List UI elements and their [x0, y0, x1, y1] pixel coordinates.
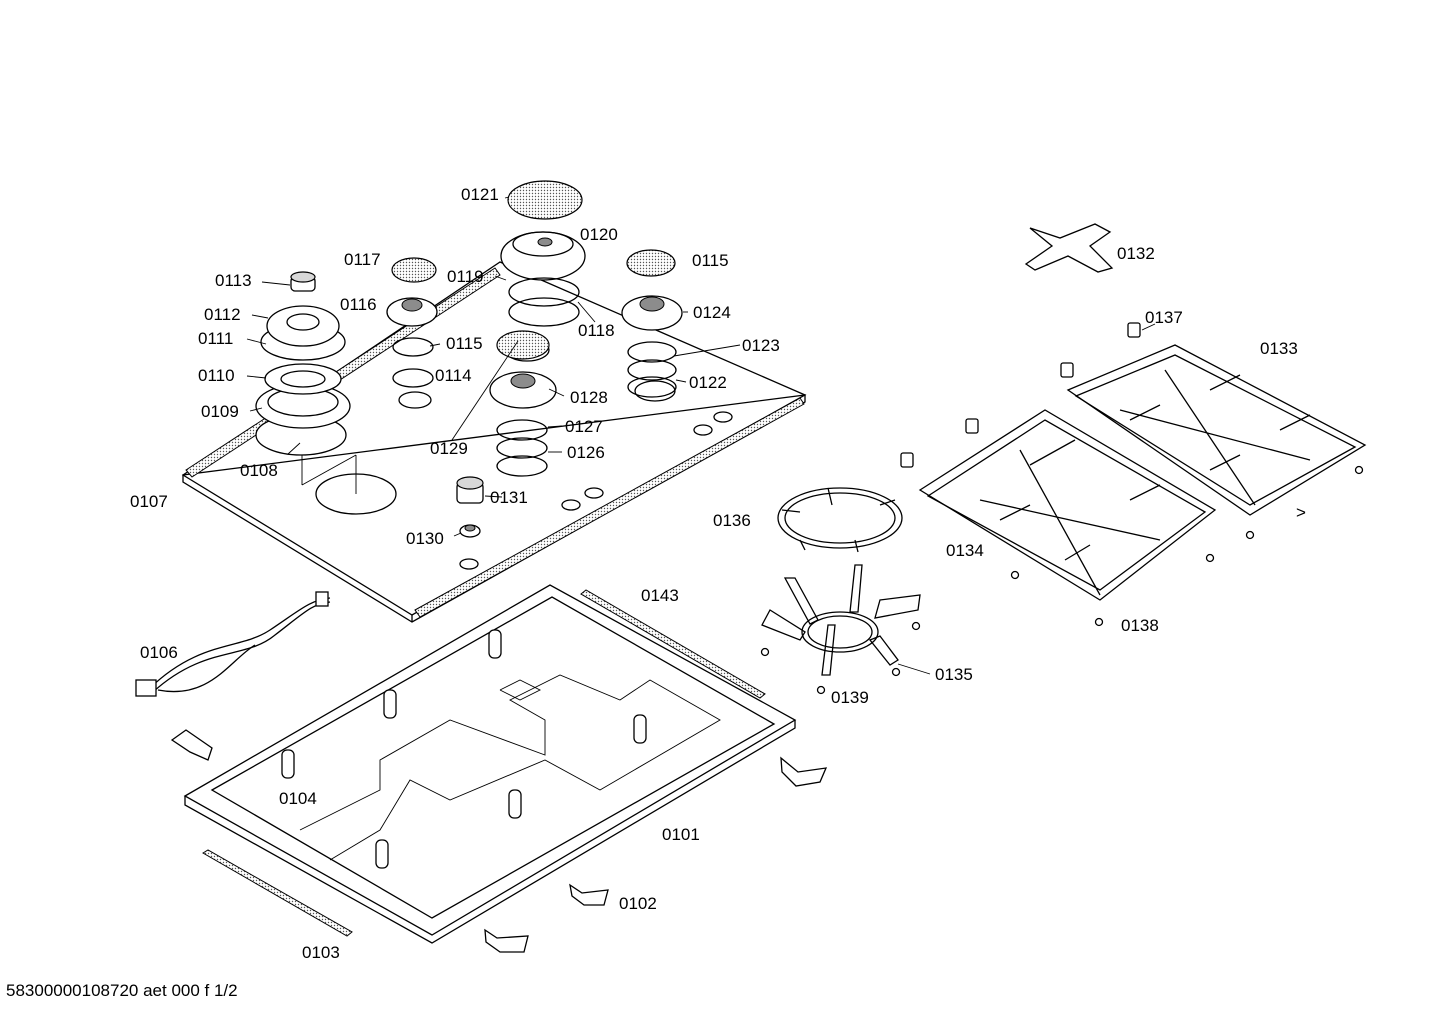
leader-lines [246, 196, 1156, 675]
knob-parts [456, 476, 484, 538]
round-pan-supports [761, 487, 921, 676]
callout-0134: 0134 [946, 541, 984, 560]
callout-0114: 0114 [435, 366, 472, 385]
callout-0111: 0111 [198, 329, 233, 348]
callout-0122: 0122 [689, 373, 727, 392]
callout-0129: 0129 [430, 439, 468, 458]
callout-0124: 0124 [693, 303, 731, 322]
callout-0113: 0113 [215, 271, 252, 290]
callout-0109: 0109 [201, 402, 239, 421]
callout-0126: 0126 [567, 443, 605, 462]
callout-0132: 0132 [1117, 244, 1155, 263]
callout-0120: 0120 [580, 225, 618, 244]
callout-0115-left: 0115 [446, 334, 483, 353]
callout-0133: 0133 [1260, 339, 1298, 358]
callout-0131: 0131 [490, 488, 528, 507]
direction-mark: > [1296, 503, 1306, 522]
callout-0143: 0143 [641, 586, 679, 605]
callout-0108: 0108 [240, 461, 278, 480]
wok-burner [496, 180, 586, 360]
callout-0118: 0118 [578, 321, 615, 340]
callout-labels: 0101 0102 0103 0104 0106 0107 0108 0109 … [130, 185, 1306, 962]
gas-injectors [281, 629, 647, 869]
right-burner [621, 249, 683, 398]
small-burner-left [386, 257, 438, 388]
pan-support-grids [918, 344, 1367, 601]
drawing-reference-footer: 58300000108720 aet 000 f 1/2 [6, 981, 238, 1000]
callout-0117: 0117 [344, 250, 381, 269]
callout-0110: 0110 [198, 366, 235, 385]
callout-0112: 0112 [204, 305, 241, 324]
callout-0128: 0128 [570, 388, 608, 407]
power-cable [135, 591, 331, 697]
callout-0119: 0119 [447, 267, 484, 286]
gasket-strips [202, 589, 766, 937]
callout-0115-right: 0115 [692, 251, 729, 270]
callout-0135: 0135 [935, 665, 973, 684]
callout-0103: 0103 [302, 943, 340, 962]
callout-0101: 0101 [662, 825, 700, 844]
callout-0137: 0137 [1145, 308, 1183, 327]
callout-0102: 0102 [619, 894, 657, 913]
callout-0130: 0130 [406, 529, 444, 548]
callout-0136: 0136 [713, 511, 751, 530]
centre-burner [489, 371, 557, 477]
callout-0123: 0123 [742, 336, 780, 355]
callout-0107: 0107 [130, 492, 168, 511]
hob-bottom-tray [183, 584, 797, 944]
callout-0106: 0106 [140, 643, 178, 662]
rubber-feet [760, 322, 1364, 695]
wok-ring-support [1024, 223, 1114, 273]
fixing-clamps [170, 729, 828, 953]
callout-0121: 0121 [461, 185, 499, 204]
callout-0127: 0127 [565, 417, 603, 436]
callout-0104: 0104 [279, 789, 317, 808]
callout-0138: 0138 [1121, 616, 1159, 635]
callout-0116: 0116 [340, 295, 377, 314]
callout-0139: 0139 [831, 688, 869, 707]
large-burner-stack [255, 271, 351, 456]
